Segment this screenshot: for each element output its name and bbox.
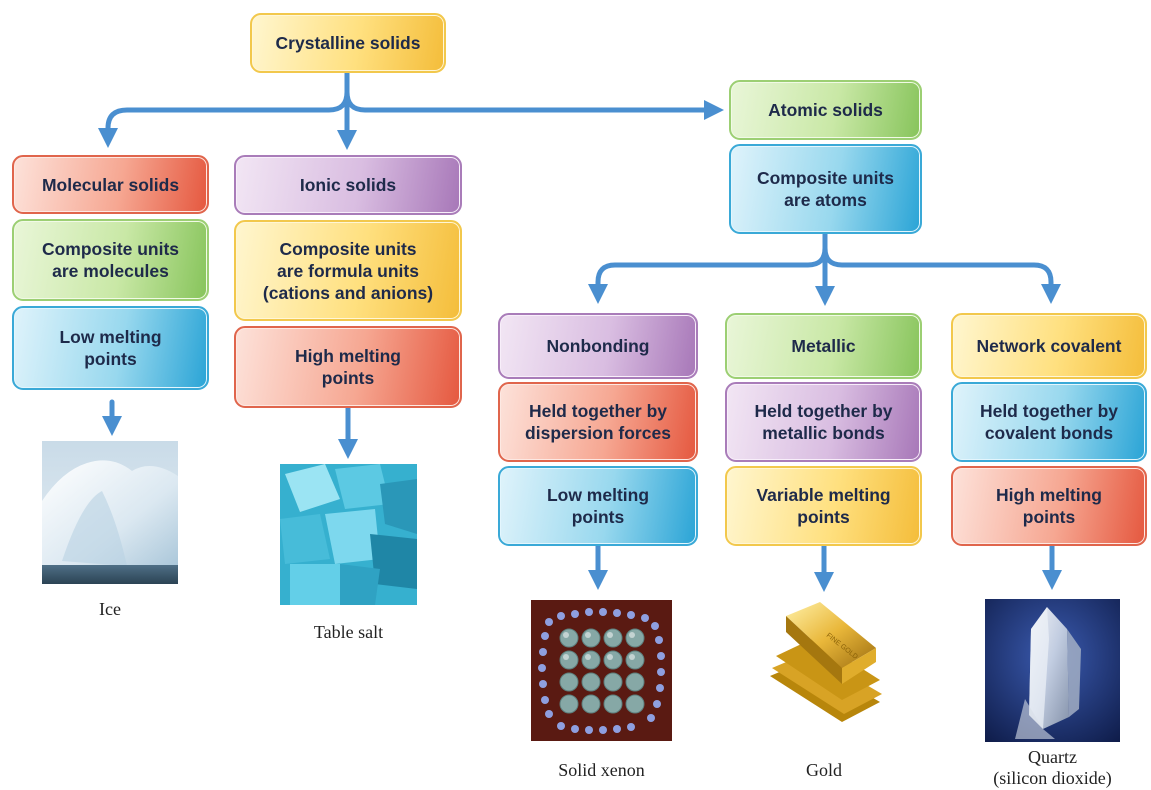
xenon-lattice-model <box>531 600 672 741</box>
nonbonding-melting-box: Low melting points <box>498 466 698 546</box>
solid-xenon-caption: Solid xenon <box>558 760 645 780</box>
atomic-units-box: Composite units are atoms <box>729 144 922 234</box>
metallic-bond-box: Held together by metallic bonds <box>725 382 922 462</box>
atomic-solids-box: Atomic solids <box>729 80 922 140</box>
ionic-solids-box: Ionic solids <box>234 155 462 215</box>
quartz-caption: Quartz (silicon dioxide) <box>993 747 1112 788</box>
ionic-melting-box: High melting points <box>234 326 462 408</box>
nonbonding-box: Nonbonding <box>498 313 698 379</box>
table-salt-caption: Table salt <box>313 622 384 642</box>
iceberg-photo <box>42 441 178 584</box>
metallic-box: Metallic <box>725 313 922 379</box>
nonbonding-bond-box: Held together by dispersion forces <box>498 382 698 462</box>
molecular-units-box: Composite units are molecules <box>12 219 209 301</box>
connector-atomic-network <box>822 245 1061 304</box>
network-bond-box: Held together by covalent bonds <box>951 382 1147 462</box>
connector-root-atomic <box>344 89 724 120</box>
crystalline-solids-box: Crystalline solids <box>250 13 446 73</box>
ionic-units-box: Composite units are formula units (catio… <box>234 220 462 321</box>
metallic-melting-box: Variable melting points <box>725 466 922 546</box>
quartz-crystal-photo <box>985 599 1120 742</box>
gold-bars-photo: FINE GOLD <box>756 598 892 742</box>
salt-crystals-photo <box>280 464 417 605</box>
network-melting-box: High melting points <box>951 466 1147 546</box>
connector-atomic-stem <box>588 229 828 304</box>
molecular-solids-box: Molecular solids <box>12 155 209 214</box>
network-covalent-box: Network covalent <box>951 313 1147 379</box>
connector-root-stem <box>98 67 350 148</box>
ice-caption: Ice <box>99 599 121 619</box>
molecular-melting-box: Low melting points <box>12 306 209 390</box>
gold-caption: Gold <box>806 760 842 780</box>
